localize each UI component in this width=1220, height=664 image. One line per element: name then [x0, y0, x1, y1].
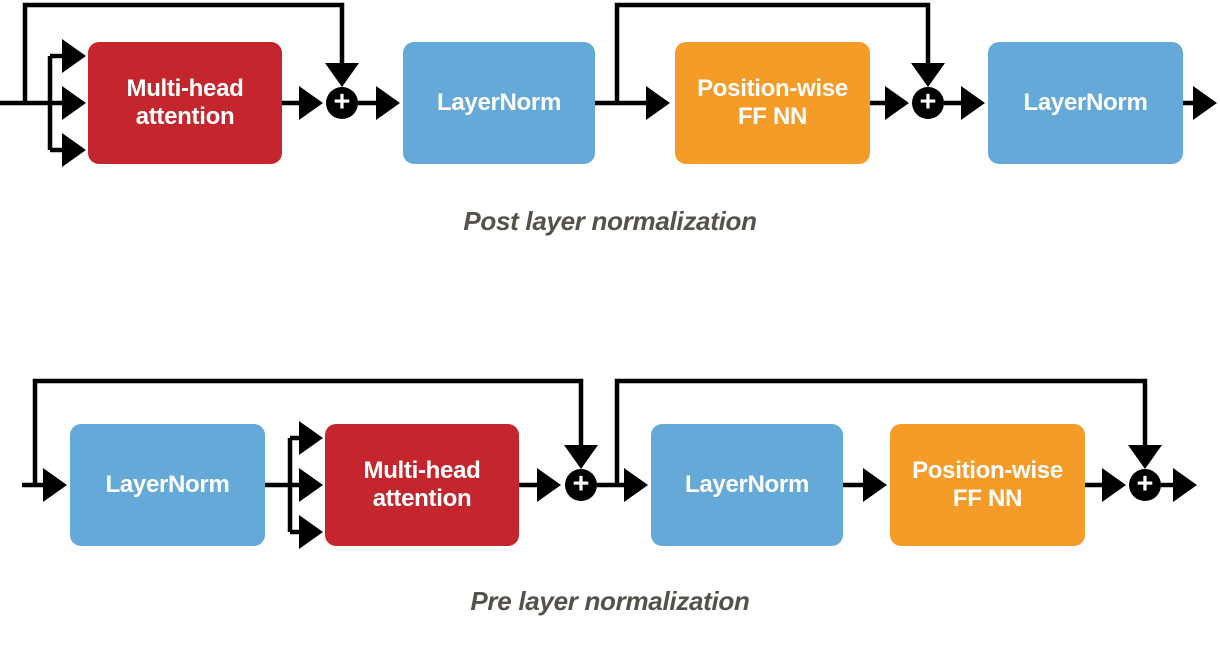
post-residual-line-1	[22, 2, 359, 103]
post-layernorm-block-2: LayerNorm	[988, 42, 1183, 164]
post-add-node-1: +	[326, 87, 358, 119]
pre-position-wise-ffnn-block: Position-wise FF NN	[890, 424, 1085, 546]
post-position-wise-ffnn-block: Position-wise FF NN	[675, 42, 870, 164]
pre-layer-normalization-caption: Pre layer normalization	[470, 586, 750, 616]
pre-add-node-1: +	[565, 469, 597, 501]
post-layer-normalization-caption: Post layer normalization	[463, 206, 757, 236]
pre-layernorm-block-2: LayerNorm	[651, 424, 843, 546]
pre-residual-line-2	[614, 378, 1162, 485]
post-add-node-2: +	[912, 87, 944, 119]
post-layernorm-block-1: LayerNorm	[403, 42, 595, 164]
post-residual-line-2	[614, 2, 945, 103]
pre-add-node-2: +	[1129, 469, 1161, 501]
pre-layernorm-block-1: LayerNorm	[70, 424, 265, 546]
post-multi-head-attention-block: Multi-head attention	[88, 42, 282, 164]
pre-residual-line-1	[32, 378, 598, 485]
pre-multi-head-attention-block: Multi-head attention	[325, 424, 519, 546]
